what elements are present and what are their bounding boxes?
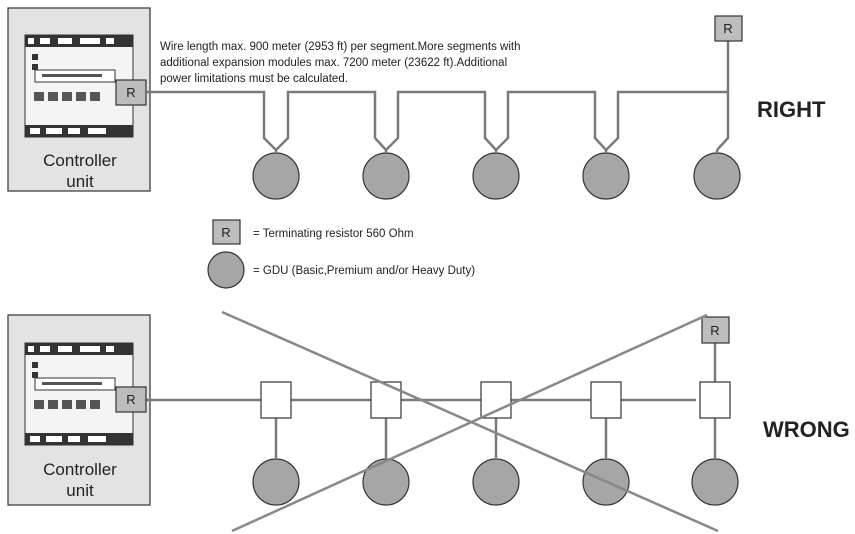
gdu-wrong-3 [472,458,520,506]
gdu-wrong-5 [691,458,739,506]
gdu-wrong-2 [362,458,410,506]
legend-resistor-symbol [212,219,241,245]
cross-out-line-2 [231,313,708,533]
resistor-end-wrong [701,316,730,344]
wire-note-line3: power limitations must be calculated. [160,73,348,85]
junction-box-3 [480,381,512,419]
verdict-wrong: WRONG [763,417,850,442]
resistor-letter: R [723,21,732,36]
bus-wire-daisy-chain [146,90,730,152]
junction-box-1 [260,381,292,419]
wire-note-line1: Wire length max. 900 meter (2953 ft) per… [160,41,521,53]
legend-resistor-text: = Terminating resistor 560 Ohm [253,228,414,240]
controller-label-line2: unit [66,481,94,500]
resistor-end-right [714,15,743,42]
verdict-right: RIGHT [757,97,826,122]
gdu-right-3 [472,152,520,200]
junction-box-4 [590,381,622,419]
controller-device-icon [24,342,134,446]
gdu-right-1 [252,152,300,200]
legend-gdu-symbol [207,251,245,289]
resistor-letter: R [126,392,135,407]
legend-gdu-text: = GDU (Basic,Premium and/or Heavy Duty) [253,265,475,277]
resistor-controller-wrong [115,386,147,413]
resistor-controller-right [115,79,147,106]
controller-label-line2: unit [66,172,94,191]
gdu-right-4 [582,152,630,200]
resistor-letter: R [710,323,719,338]
controller-label-line1: Controller [43,460,117,479]
controller-label-line1: Controller [43,151,117,170]
wire-note-line2: additional expansion modules max. 7200 m… [160,57,507,69]
gdu-right-5 [693,152,741,200]
gdu-right-2 [362,152,410,200]
resistor-letter: R [221,225,230,240]
gdu-wrong-1 [252,458,300,506]
junction-box-5 [699,381,731,419]
resistor-letter: R [126,85,135,100]
junction-box-2 [370,381,402,419]
controller-device-icon [24,34,134,138]
